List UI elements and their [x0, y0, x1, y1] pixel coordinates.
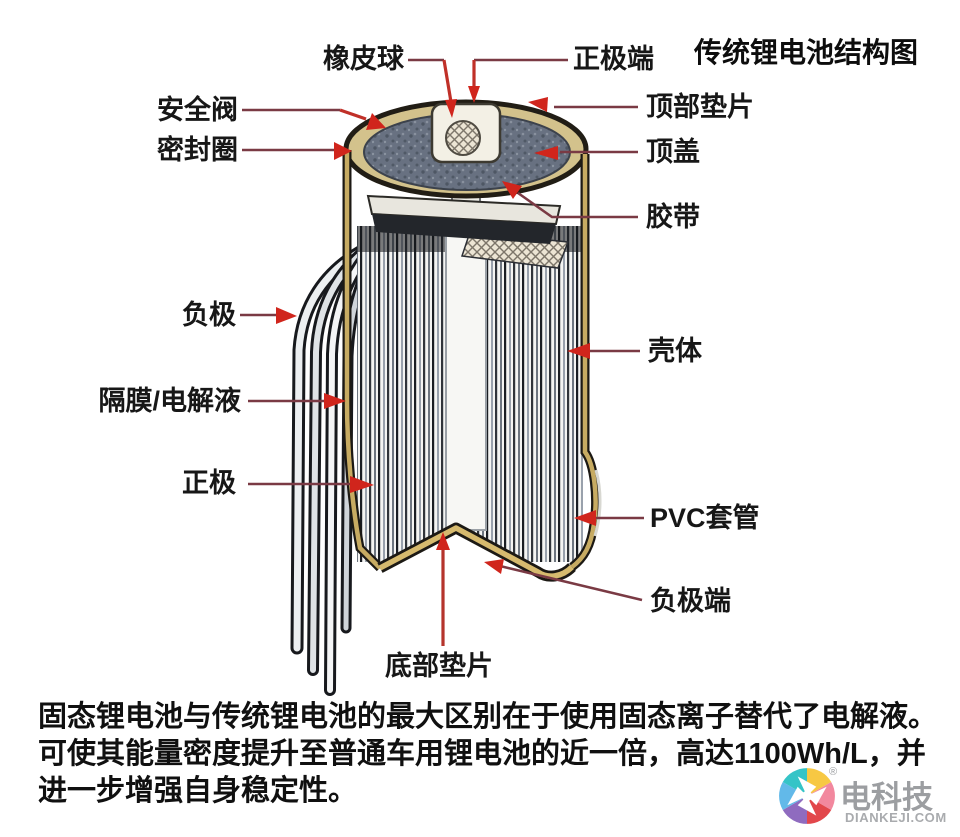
electrode-stack — [357, 195, 583, 562]
arrow-top-gasket — [528, 97, 548, 112]
description-line-3: 进一步增强自身稳定性。 — [38, 775, 358, 807]
arrow-tape — [502, 181, 522, 199]
label-tape: 胶带 — [646, 202, 700, 232]
arrow-top-cover — [534, 146, 558, 160]
arrow-positive-electrode — [350, 476, 374, 493]
arrow-rubber-ball — [445, 99, 457, 118]
arrow-negative-terminal — [484, 559, 504, 574]
diankeji-logo-icon — [779, 768, 835, 824]
watermark-brand: 电科技 — [840, 780, 933, 815]
label-positive-terminal: 正极端 — [573, 44, 654, 74]
label-safety-valve: 安全阀 — [157, 95, 238, 125]
arrow-safety-valve — [366, 113, 386, 130]
label-seal-ring: 密封圈 — [157, 135, 238, 165]
label-top-cover: 顶盖 — [646, 137, 700, 167]
label-rubber-ball: 橡皮球 — [323, 44, 404, 74]
label-top-gasket: 顶部垫片 — [646, 92, 754, 122]
description-text: 固态锂电池与传统锂电池的最大区别在于使用固态离子替代了电解液。 可使其能量密度提… — [38, 699, 948, 810]
arrow-separator — [324, 393, 346, 409]
label-positive-electrode: 正极 — [182, 468, 236, 498]
arrows — [276, 59, 596, 646]
leader-negative-terminal — [499, 564, 643, 602]
watermark-site: DIANKEJI.COM — [845, 810, 947, 825]
arrow-bottom-gasket — [436, 532, 450, 550]
leader-lines — [240, 58, 644, 602]
label-pvc-sleeve: PVC套管 — [650, 503, 760, 533]
label-negative-electrode: 负极 — [182, 300, 236, 330]
arrow-shell — [567, 343, 590, 359]
description-line-1: 固态锂电池与传统锂电池的最大区别在于使用固态离子替代了电解液。 — [38, 701, 938, 733]
arrow-positive-terminal — [468, 86, 480, 103]
leader-tape — [517, 191, 638, 219]
top-cap — [343, 99, 589, 244]
description-line-2: 可使其能量密度提升至普通车用锂电池的近一倍，高达1100Wh/L，并 — [38, 738, 926, 770]
label-negative-terminal: 负极端 — [650, 586, 731, 616]
arrow-seal-ring — [334, 142, 352, 160]
pvc-sleeve-edge — [593, 469, 602, 537]
arrow-pvc-sleeve — [574, 510, 596, 526]
rubber-ball-part — [445, 120, 481, 156]
diagram-title: 传统锂电池结构图 — [694, 37, 919, 68]
registered-mark: ® — [829, 766, 838, 778]
arrow-negative-electrode — [276, 307, 297, 324]
label-separator-electrolyte: 隔膜/电解液 — [98, 386, 241, 416]
watermark: ® 电科技 DIANKEJI.COM — [779, 766, 959, 834]
label-bottom-gasket: 底部垫片 — [385, 651, 493, 681]
label-shell: 壳体 — [648, 336, 702, 366]
